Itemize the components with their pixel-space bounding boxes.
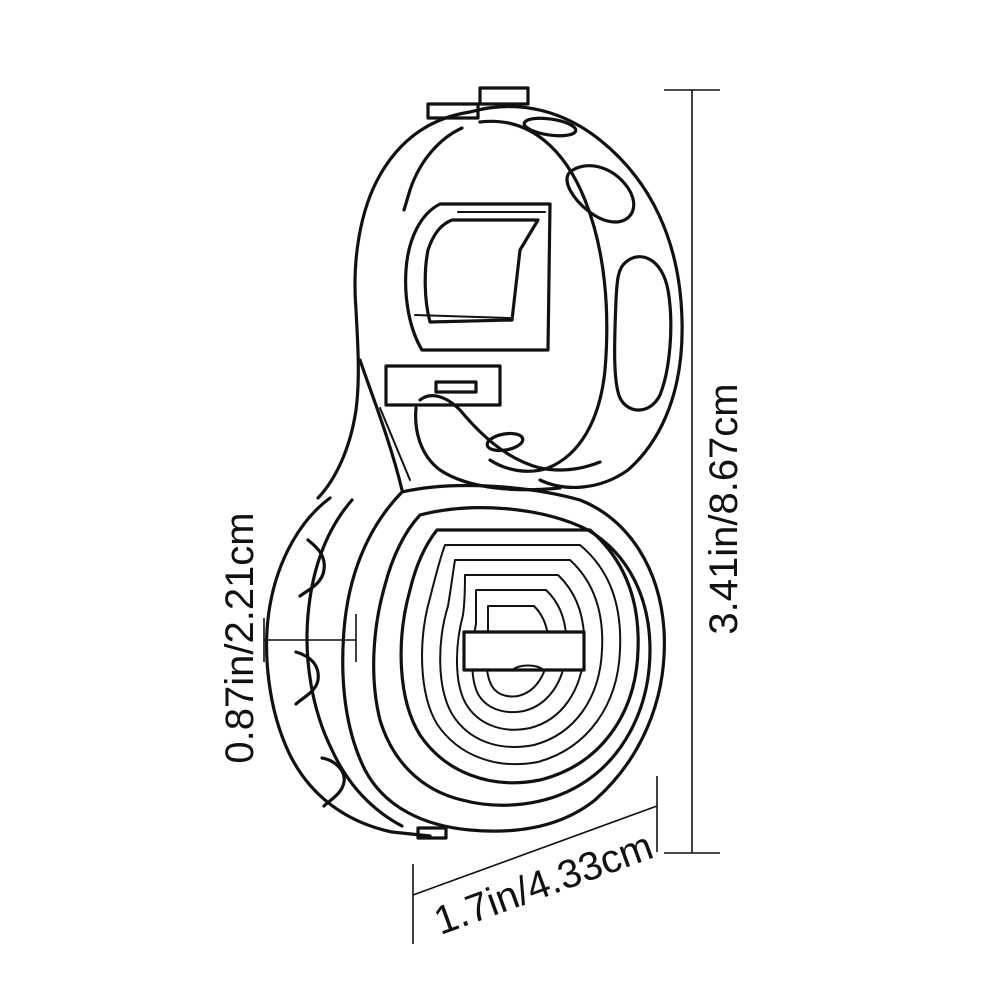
hinge-pin [434, 380, 478, 394]
width-label: 1.7in/4.33cm [428, 824, 658, 944]
latch-tab [426, 102, 480, 120]
clamp-jaw-lower [418, 394, 602, 472]
clamp-window-inner [423, 218, 540, 324]
height-dimension [664, 89, 720, 854]
strap-slot-1 [522, 116, 578, 138]
strap-inner [478, 119, 609, 473]
latch-tab-top [478, 86, 530, 106]
bell-cap-outer [341, 483, 666, 833]
speaker-grille [399, 528, 640, 785]
bell-grip-ring [305, 498, 404, 828]
grille-center-slot-outline [462, 630, 586, 672]
strap-slot-4 [485, 431, 525, 453]
grip-notch-2 [294, 650, 320, 706]
strap-outer [468, 104, 684, 490]
bell-housing [265, 483, 666, 840]
grille-center-slot [464, 632, 584, 670]
clamp-window-outer [404, 202, 552, 352]
grille-center-arc [511, 664, 545, 671]
depth-label: 0.87in/2.21cm [218, 512, 262, 763]
clamp-window-ridge [414, 211, 546, 319]
handlebar-clamp [316, 86, 684, 500]
bell-back-shell [265, 496, 432, 838]
clamp-neck-line [379, 407, 411, 481]
width-dimension [412, 776, 658, 944]
depth-dimension [263, 614, 357, 662]
strap-slot-2 [565, 164, 636, 224]
grip-notch-1 [298, 538, 326, 598]
strap-slot-3 [613, 255, 673, 412]
hinge-block [384, 364, 502, 407]
clamp-body-inner [402, 126, 464, 212]
clamp-neck [358, 358, 404, 492]
grip-notch-3 [320, 756, 346, 808]
bell-foot [416, 826, 448, 840]
height-label: 3.41in/8.67cm [702, 383, 746, 634]
clamp-body-left [316, 110, 472, 500]
